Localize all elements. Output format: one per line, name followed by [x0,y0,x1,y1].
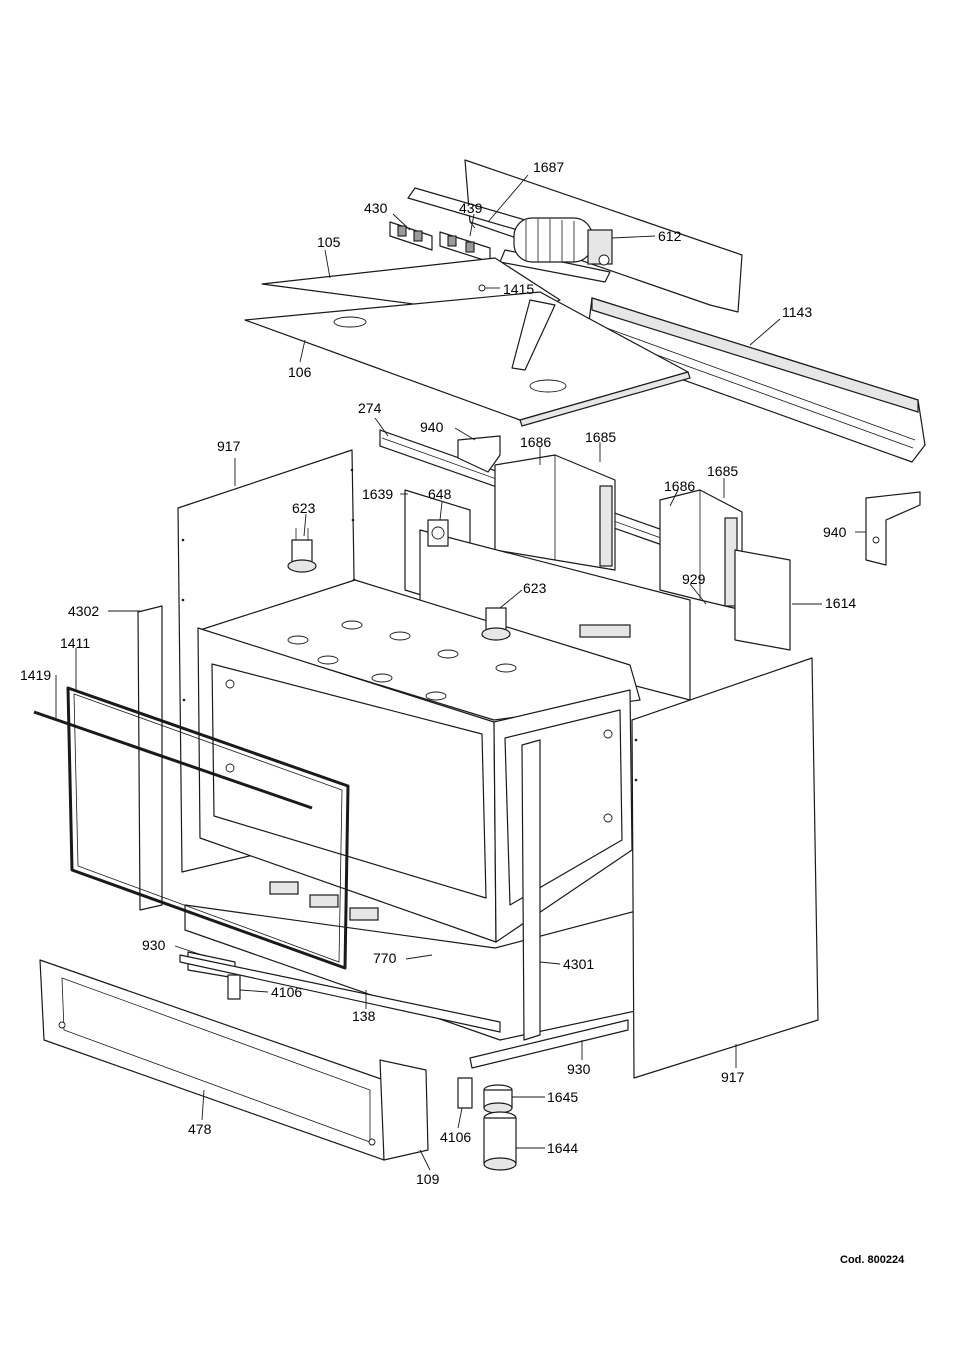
callout-940-right: 940 [823,524,847,540]
callout-1143: 1143 [782,304,812,320]
callout-430: 430 [364,200,388,216]
foot-1645 [484,1085,512,1113]
callout-612: 612 [658,228,682,244]
callout-106: 106 [288,364,312,380]
callout-439: 439 [459,200,483,216]
strip-4302 [138,606,162,910]
callout-1687: 1687 [533,159,564,175]
lamp-648 [428,520,448,546]
callout-1411: 1411 [60,635,90,651]
callout-1686-b: 1686 [664,478,695,494]
hinge-support-4106-right [458,1078,472,1108]
callout-1686-a: 1686 [520,434,551,450]
callout-274: 274 [358,400,382,416]
callout-4106-right: 4106 [440,1129,471,1145]
callout-109: 109 [416,1171,440,1187]
callout-4106-left: 4106 [271,984,302,1000]
duct-1685a [495,455,615,570]
callout-930-left: 930 [142,937,166,953]
callout-770: 770 [373,950,397,966]
duct-1685b [660,490,742,610]
thermostat-623-right [482,608,510,640]
side-panel-917-right [632,658,818,1078]
callout-4302: 4302 [68,603,99,619]
callout-623-left: 623 [292,500,316,516]
switch-430 [390,222,432,250]
callout-1645: 1645 [547,1089,578,1105]
bracket-940-right [866,492,920,565]
callout-648: 648 [428,486,452,502]
hinge-support-4106-left [228,975,240,999]
callout-1639: 1639 [362,486,393,502]
callout-929: 929 [682,571,706,587]
callout-1419: 1419 [20,667,51,683]
callout-917-left: 917 [217,438,241,454]
drawing-code: Cod. 800224 [840,1254,904,1266]
callout-623-right: 623 [523,580,547,596]
callout-105: 105 [317,234,341,250]
callout-1614: 1614 [825,595,856,611]
callout-4301: 4301 [563,956,594,972]
callout-478: 478 [188,1121,212,1137]
callout-1644: 1644 [547,1140,578,1156]
switch-439 [440,232,490,262]
callout-930-right: 930 [567,1061,591,1077]
callout-917-right: 917 [721,1069,745,1085]
callout-940-upper: 940 [420,419,444,435]
callout-1685-a: 1685 [585,429,616,445]
callout-1685-b: 1685 [707,463,738,479]
callout-1415: 1415 [503,281,534,297]
foot-1644 [484,1112,516,1170]
callout-138: 138 [352,1008,376,1024]
strip-4301 [522,740,540,1040]
bracket-109 [380,1060,428,1160]
